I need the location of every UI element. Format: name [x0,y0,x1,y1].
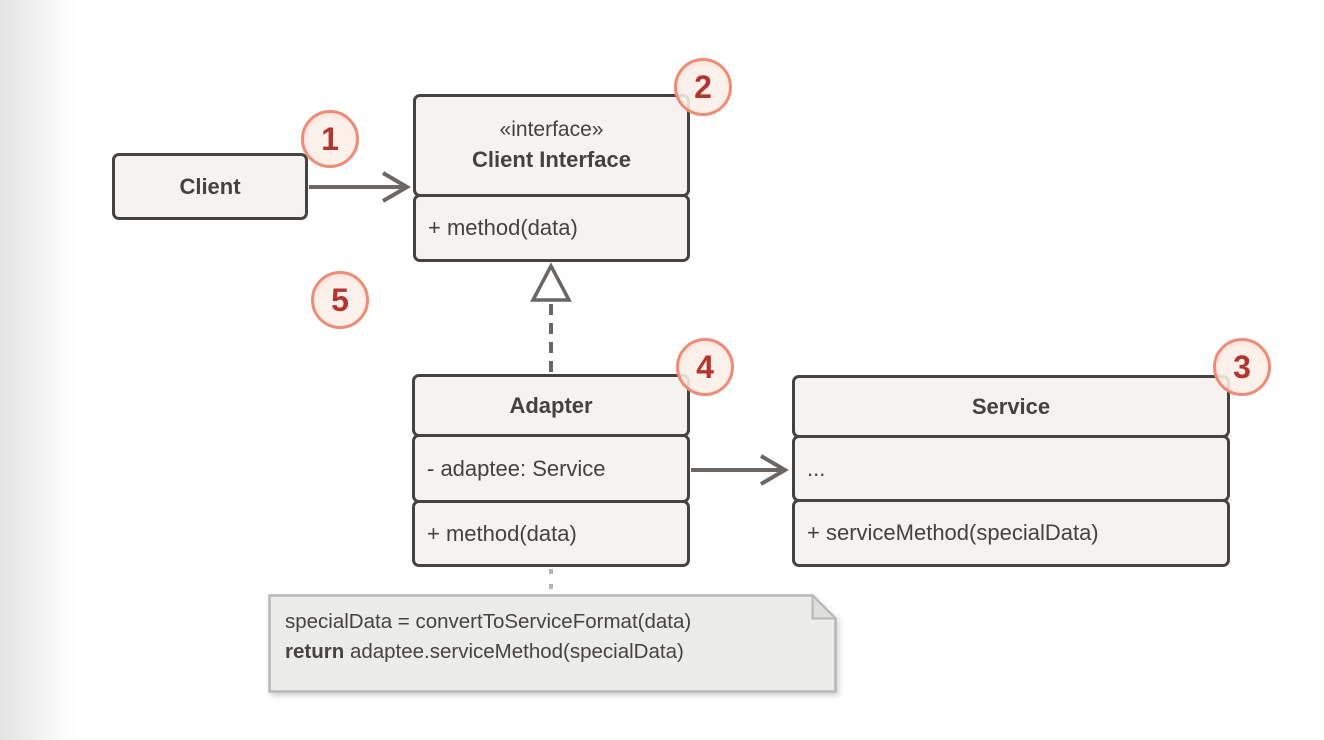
step-badge-5: 5 [311,271,369,329]
attributes-compartment: - adaptee: Service [412,433,690,503]
step-badge-2: 2 [674,58,732,116]
class-name-compartment: Service [792,375,1230,438]
note-code-line-2: return adaptee.serviceMethod(specialData… [285,637,691,667]
note-code-line-1: specialData = convertToServiceFormat(dat… [285,610,692,633]
note-folded-corner-icon [811,594,837,620]
class-name-label: Service [971,393,1051,419]
class-name-compartment: «interface» Client Interface [413,94,690,197]
stereotype-label: «interface» [499,118,604,142]
return-keyword: return [285,640,345,663]
attributes-compartment: ... [792,434,1230,502]
association-arrow-adapter-to-service [691,454,789,486]
step-badge-4: 4 [676,338,734,396]
attribute-label: ... [807,455,826,481]
attribute-label: - adaptee: Service [427,455,606,481]
step-badge-1: 1 [301,110,359,168]
class-name-label: Client [179,173,241,199]
methods-compartment: + method(data) [413,193,690,262]
pseudocode-note: specialData = convertToServiceFormat(dat… [268,594,837,693]
class-name-compartment: Client [112,153,308,220]
note-code-line-2-rest: adaptee.serviceMethod(specialData) [349,640,684,663]
note-code-text: specialData = convertToServiceFormat(dat… [285,607,691,667]
realization-arrow-adapter-to-interface [530,262,572,372]
uml-class-client: Client [112,153,308,220]
uml-class-adapter: Adapter - adaptee: Service + method(data… [412,374,690,567]
step-badge-3: 3 [1213,338,1271,396]
note-shape [268,594,837,693]
method-label: + method(data) [427,520,577,546]
uml-class-client-interface: «interface» Client Interface + method(da… [413,94,690,262]
uml-class-service: Service ... + serviceMethod(specialData) [792,375,1230,567]
methods-compartment: + method(data) [412,499,690,567]
association-arrow-client-to-interface [309,171,411,203]
page-edge-gradient [0,0,78,740]
class-name-label: Client Interface [472,147,631,173]
method-label: + method(data) [428,215,578,241]
class-name-label: Adapter [509,392,593,418]
class-name-compartment: Adapter [412,374,690,437]
methods-compartment: + serviceMethod(specialData) [792,498,1230,567]
method-label: + serviceMethod(specialData) [807,520,1099,546]
